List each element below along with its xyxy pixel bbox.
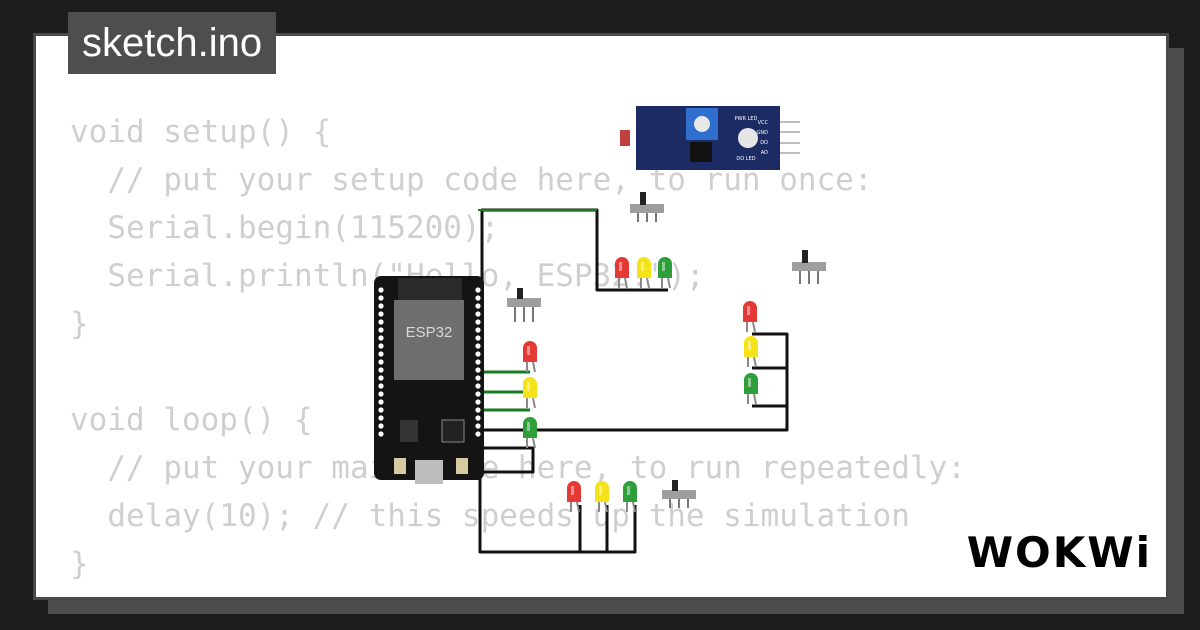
pin-hole [475,327,481,333]
pin-hole [378,287,384,293]
pin-label: AO [761,150,768,156]
green-led[interactable] [744,373,758,405]
pin-hole [475,287,481,293]
wire [478,472,637,554]
pin-hole [475,295,481,301]
pin-hole [378,383,384,389]
code-line: } [70,306,89,342]
slide-switch[interactable] [630,192,664,222]
green-led[interactable] [523,417,537,449]
pin-hole [378,367,384,373]
ldr [620,130,630,146]
antenna [398,278,462,300]
code-line: Serial.begin(115200); [70,210,500,246]
pin-hole [475,383,481,389]
pin-hole [378,311,384,317]
preview-card: void setup() { // put your setup code he… [33,33,1169,600]
code-preview: void setup() { // put your setup code he… [70,108,966,588]
regulator [400,420,418,442]
pin-hole [475,391,481,397]
pin-hole [378,431,384,437]
pin-hole [475,423,481,429]
code-line: } [70,546,89,582]
header-pins [780,121,800,154]
red-led[interactable] [567,481,581,513]
pin-label: VCC [758,120,769,126]
pin-hole [378,335,384,341]
pin-hole [475,375,481,381]
pin-hole [378,391,384,397]
yellow-led[interactable] [523,377,537,409]
pin-row-right [475,287,481,437]
code-line: void loop() { [70,402,313,438]
pin-hole [378,359,384,365]
pin-row-left [378,287,384,437]
ldr-sensor-module[interactable]: PWR LED DO LED VCC GND DO AO [620,106,800,170]
pin-hole [378,399,384,405]
pin-hole [475,407,481,413]
pin-hole [475,311,481,317]
pin-hole [475,303,481,309]
pin-hole [378,319,384,325]
pin-hole [475,431,481,437]
pin-hole [475,399,481,405]
file-tab[interactable]: sketch.ino [68,12,277,74]
comparator-chip [690,142,712,162]
wire [480,332,789,432]
indicator-led [738,128,758,148]
usb-port [415,460,443,484]
led-label: DO LED [736,156,755,162]
usb-chip [441,419,465,443]
green-led[interactable] [623,481,637,513]
yellow-led[interactable] [595,481,609,513]
code-line: void setup() { [70,114,332,150]
green-led[interactable] [658,257,672,289]
red-led[interactable] [743,301,757,333]
slide-switch[interactable] [662,480,696,508]
led-group [523,257,758,513]
pin-hole [378,295,384,301]
boot-button [456,458,468,474]
slide-switch[interactable] [507,288,541,322]
led-label: PWR LED [735,116,758,122]
pin-label: DO [760,140,768,146]
yellow-led[interactable] [637,257,651,289]
pot-knob [694,116,710,132]
code-line: delay(10); // this speeds up the simulat… [70,498,910,534]
wokwi-logo: WOKWi [966,528,1152,577]
wire [480,446,535,474]
code-line: // put your setup code here, to run once… [70,162,873,198]
en-button [394,458,406,474]
pin-hole [378,327,384,333]
slide-switch[interactable] [792,250,826,284]
pin-hole [475,343,481,349]
pin-label: GND [757,130,769,136]
pin-hole [475,367,481,373]
pin-hole [378,415,384,421]
pin-hole [475,359,481,365]
pin-hole [378,423,384,429]
pin-hole [378,407,384,413]
pin-hole [475,319,481,325]
pin-hole [475,335,481,341]
pin-hole [378,375,384,381]
yellow-led[interactable] [744,336,758,368]
esp32-chip [394,300,464,380]
red-led[interactable] [523,341,537,373]
pin-hole [378,351,384,357]
pin-hole [475,351,481,357]
red-led[interactable] [615,257,629,289]
pin-hole [475,415,481,421]
pin-hole [378,303,384,309]
esp32-board[interactable]: ESP32 [374,276,484,484]
pin-hole [378,343,384,349]
chip-label: ESP32 [406,324,453,341]
